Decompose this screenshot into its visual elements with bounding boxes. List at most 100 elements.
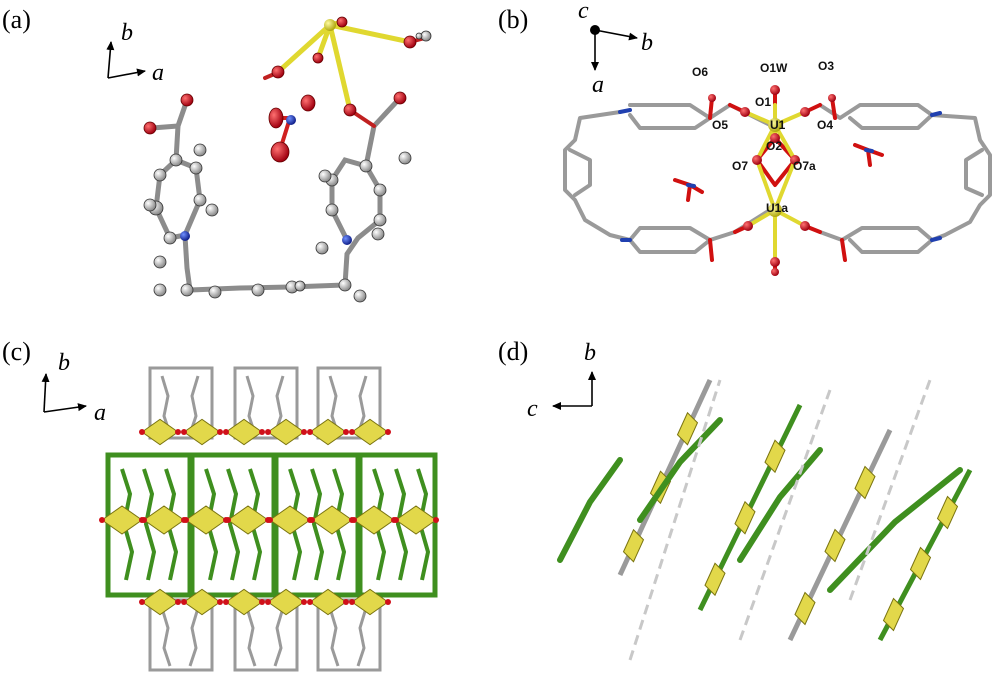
panel-a-carbon-hydrogen-atoms	[143, 30, 432, 303]
panel-a-axis-y: b	[121, 20, 133, 46]
oxygen-atom	[223, 599, 229, 605]
oxygen-atom	[307, 429, 313, 435]
oxygen-atom	[139, 429, 145, 435]
oxygen-atom	[343, 429, 349, 435]
panel-a-label: (a)	[2, 5, 31, 34]
gray-ligand-ring	[160, 607, 200, 667]
atom-label-o1w: O1W	[760, 61, 788, 75]
gray-ligand-ring	[328, 607, 368, 667]
panel-b: (b) c b a	[498, 0, 992, 276]
oxygen-atom	[301, 599, 307, 605]
atom-label-o7: O7	[732, 159, 748, 173]
uranyl-polyhedron	[351, 418, 389, 446]
uranyl-polyhedron	[936, 495, 959, 530]
uranyl-polyhedron	[267, 418, 305, 446]
oxygen-atom	[265, 429, 271, 435]
panel-c-axis-x: a	[94, 400, 106, 426]
panel-c-label: (c)	[2, 337, 31, 366]
oxygen-atom	[175, 429, 181, 435]
panel-b-axis-a: a	[592, 72, 604, 98]
framework-cage	[357, 452, 438, 598]
oxygen-atom	[223, 429, 229, 435]
panel-a-uranium-atom	[324, 19, 336, 31]
oxygen-atom	[265, 599, 271, 605]
panel-d-axis-x: c	[527, 396, 538, 422]
gray-ligand	[848, 379, 932, 601]
uranyl-polyhedron	[764, 439, 786, 474]
panel-b-axes: c b a	[578, 0, 653, 98]
panel-d-label: (d)	[498, 337, 528, 366]
uranyl-polyhedron	[704, 562, 726, 597]
gray-ligand	[628, 379, 722, 661]
oxygen-atom	[225, 517, 231, 523]
gray-ligand	[148, 598, 214, 672]
oxygen-atom	[139, 599, 145, 605]
atom-label-o4: O4	[817, 118, 833, 132]
green-ligand	[637, 417, 723, 523]
gray-ligand	[233, 366, 299, 440]
oxygen-atom	[433, 517, 439, 523]
oxygen-atom	[259, 599, 265, 605]
uranyl-polyhedron	[734, 500, 756, 535]
atom-label-o5: O5	[712, 118, 728, 132]
oxygen-atom	[267, 517, 273, 523]
green-ligand	[557, 457, 623, 563]
panel-b-atom-labels: O6 O1W O3 O1 O5 U1 O4 O2 O7 O7a U1a	[692, 59, 834, 215]
gray-ligand	[316, 366, 382, 440]
panel-c-packing	[99, 366, 439, 672]
oxygen-atom	[393, 517, 399, 523]
framework-ligand	[394, 468, 409, 581]
oxygen-atom	[349, 429, 355, 435]
oxygen-atom	[349, 599, 355, 605]
oxygen-atom	[181, 429, 187, 435]
green-ligand	[737, 447, 823, 563]
oxygen-atom	[301, 429, 307, 435]
panel-d-axis-y: b	[584, 340, 596, 366]
oxygen-atom	[217, 429, 223, 435]
panel-a: (a) a b	[2, 5, 432, 303]
oxygen-atom	[351, 517, 357, 523]
framework-ligand	[142, 468, 157, 581]
gray-ligand-ring	[245, 607, 285, 667]
panel-b-framework	[563, 88, 992, 274]
panel-c-axes: a b	[41, 350, 106, 426]
panel-c-axis-y: b	[58, 350, 70, 376]
panel-c: (c) a b	[2, 337, 439, 672]
uranyl-polyhedron	[183, 418, 221, 446]
panel-d-packing	[557, 378, 973, 661]
uranyl-polyhedron	[225, 418, 263, 446]
oxygen-atom	[343, 599, 349, 605]
atom-label-o3: O3	[818, 59, 834, 73]
atom-label-u1a: U1a	[766, 201, 788, 215]
uranyl-polyhedron	[676, 411, 699, 446]
uranyl-polyhedron	[854, 465, 876, 500]
gray-ligand	[148, 366, 214, 440]
panel-b-atoms	[708, 85, 836, 276]
atom-label-u1: U1	[770, 118, 786, 132]
uranyl-polyhedron	[141, 418, 179, 446]
oxygen-atom	[99, 517, 105, 523]
oxygen-atom	[141, 517, 147, 523]
panel-b-axis-c: c	[578, 0, 589, 24]
panel-b-axis-b: b	[641, 30, 653, 56]
panel-b-label: (b)	[498, 5, 528, 34]
oxygen-atom	[181, 599, 187, 605]
panel-a-axes: a b	[106, 20, 164, 86]
oxygen-atom	[385, 429, 391, 435]
panel-d-axes: c b	[527, 340, 596, 422]
atom-label-o6: O6	[692, 65, 708, 79]
panel-a-oxygen-atoms	[143, 16, 417, 163]
framework-ligand	[226, 468, 241, 581]
uranyl-polyhedron	[909, 546, 932, 581]
panel-a-nitrogen-atoms	[180, 115, 352, 245]
oxygen-atom	[309, 517, 315, 523]
oxygen-atom	[385, 599, 391, 605]
framework-ligand	[310, 468, 325, 581]
oxygen-atom	[307, 599, 313, 605]
oxygen-atom	[259, 429, 265, 435]
gray-ligand	[316, 598, 382, 672]
uranyl-polyhedron	[882, 597, 905, 632]
oxygen-atom	[175, 599, 181, 605]
oxygen-atom	[217, 599, 223, 605]
